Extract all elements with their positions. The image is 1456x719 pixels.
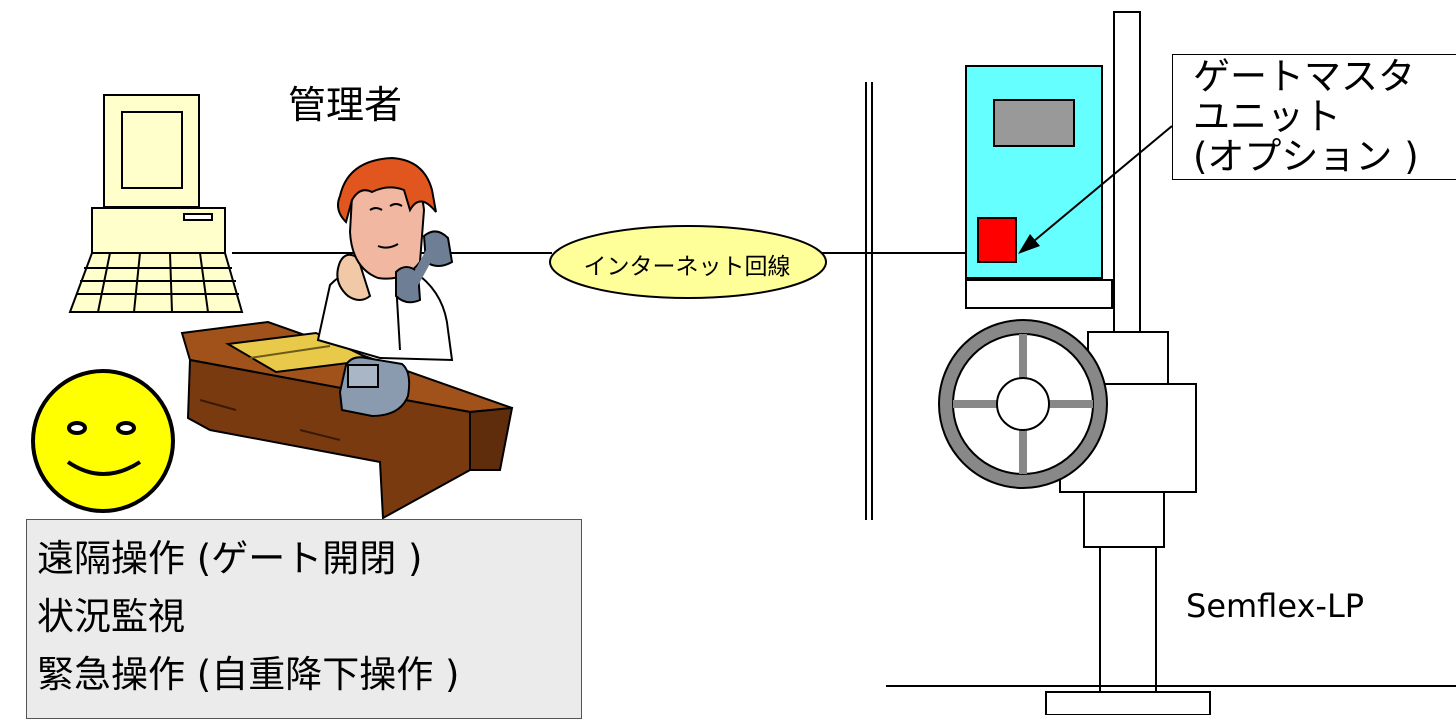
function-line: 緊急操作 (自重降下操作 )	[37, 653, 460, 696]
functions-box: 遠隔操作 (ゲート開閉 ) 状況監視 緊急操作 (自重降下操作 )	[26, 519, 582, 719]
computer-icon	[68, 94, 244, 313]
gate-master-callout: ゲートマスタ ユニット (オプション )	[1172, 54, 1456, 180]
callout-line: ゲートマスタ	[1193, 55, 1415, 98]
control-unit-icon	[965, 65, 1103, 279]
desk-icon	[180, 320, 514, 520]
administrator-title: 管理者	[288, 83, 403, 127]
callout-arrow	[1018, 125, 1173, 254]
function-line: 状況監視	[37, 595, 185, 638]
callout-line: (オプション )	[1193, 135, 1419, 178]
function-line: 遠隔操作 (ゲート開閉 )	[37, 537, 423, 580]
gate-device-icon	[886, 11, 1456, 715]
internet-connection-label: インターネット回線	[583, 254, 791, 280]
internet-connection-bubble	[549, 225, 827, 299]
smiley-face-icon	[31, 369, 175, 513]
administrator-on-phone-icon	[316, 156, 454, 418]
product-name-label: Semflex-LP	[1186, 587, 1365, 625]
callout-line: ユニット	[1193, 95, 1341, 138]
